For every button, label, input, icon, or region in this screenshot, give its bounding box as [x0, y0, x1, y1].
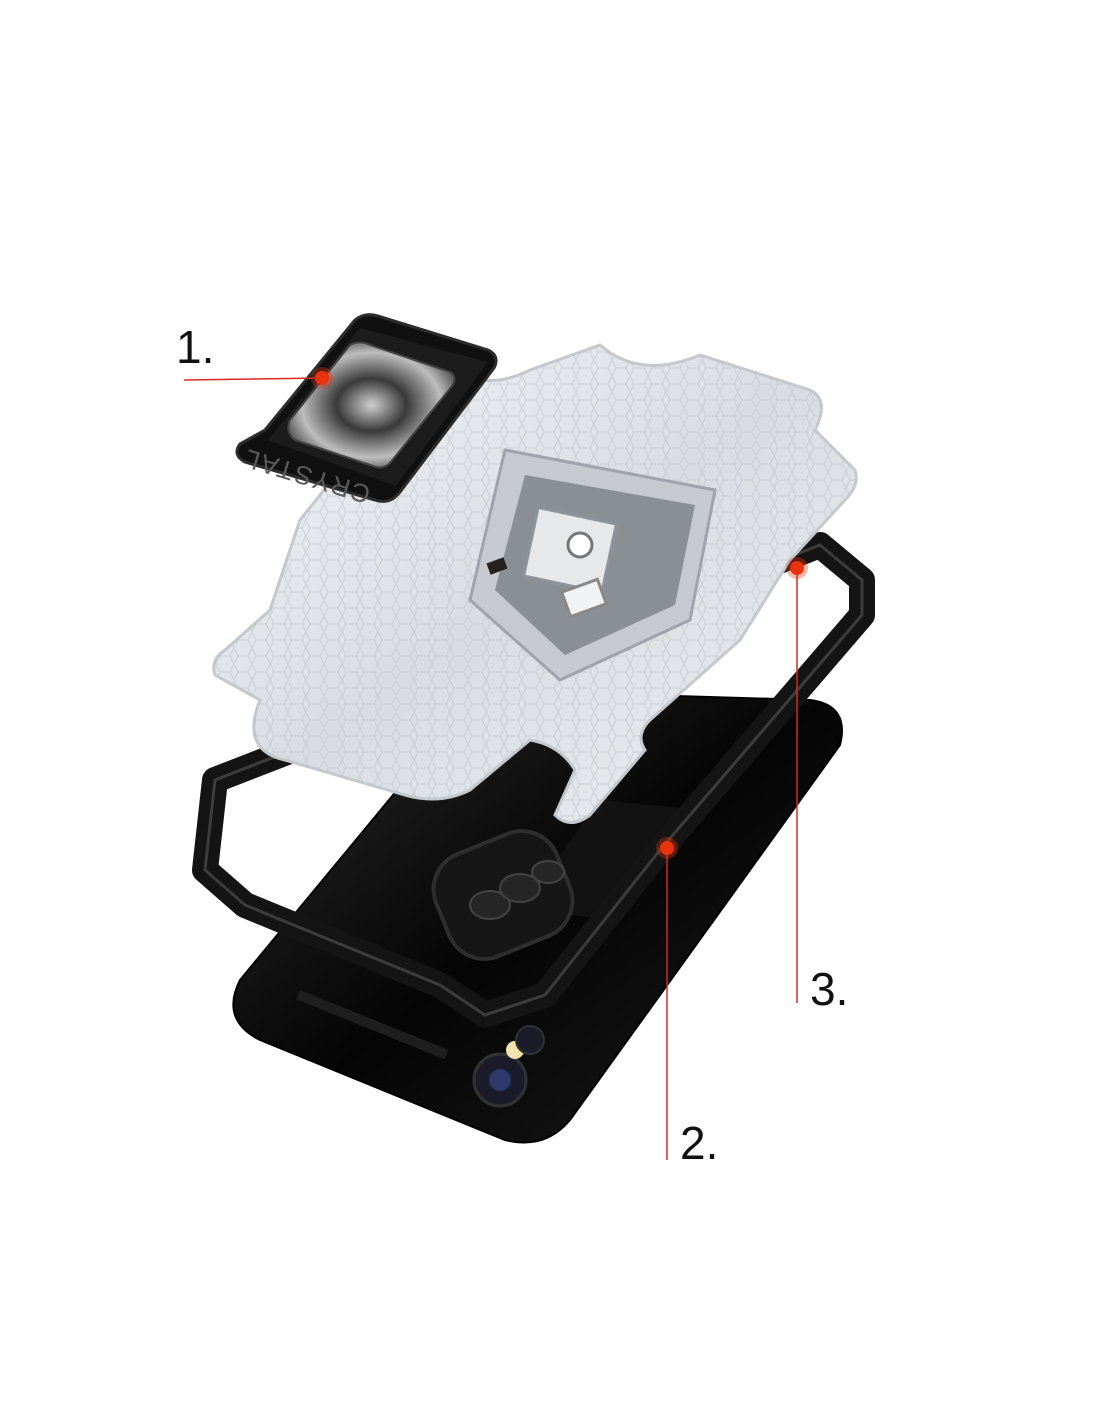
callout-dots: [311, 367, 808, 859]
callout-dot-3: [790, 561, 804, 575]
callout-label-1: 1.: [176, 321, 215, 373]
callout-dot-1: [315, 371, 329, 385]
camera-module: [472, 1025, 545, 1108]
callout-line-1: [183, 377, 323, 381]
shell-center-window: [468, 448, 717, 682]
callout-dot-2: [660, 841, 674, 855]
callout-lines: [183, 377, 798, 1160]
callout-label-3: 3.: [810, 963, 849, 1015]
callout-label-2: 2.: [680, 1117, 719, 1169]
frame-camera-cutout: [431, 829, 575, 961]
bumper-frame: [192, 532, 875, 1028]
